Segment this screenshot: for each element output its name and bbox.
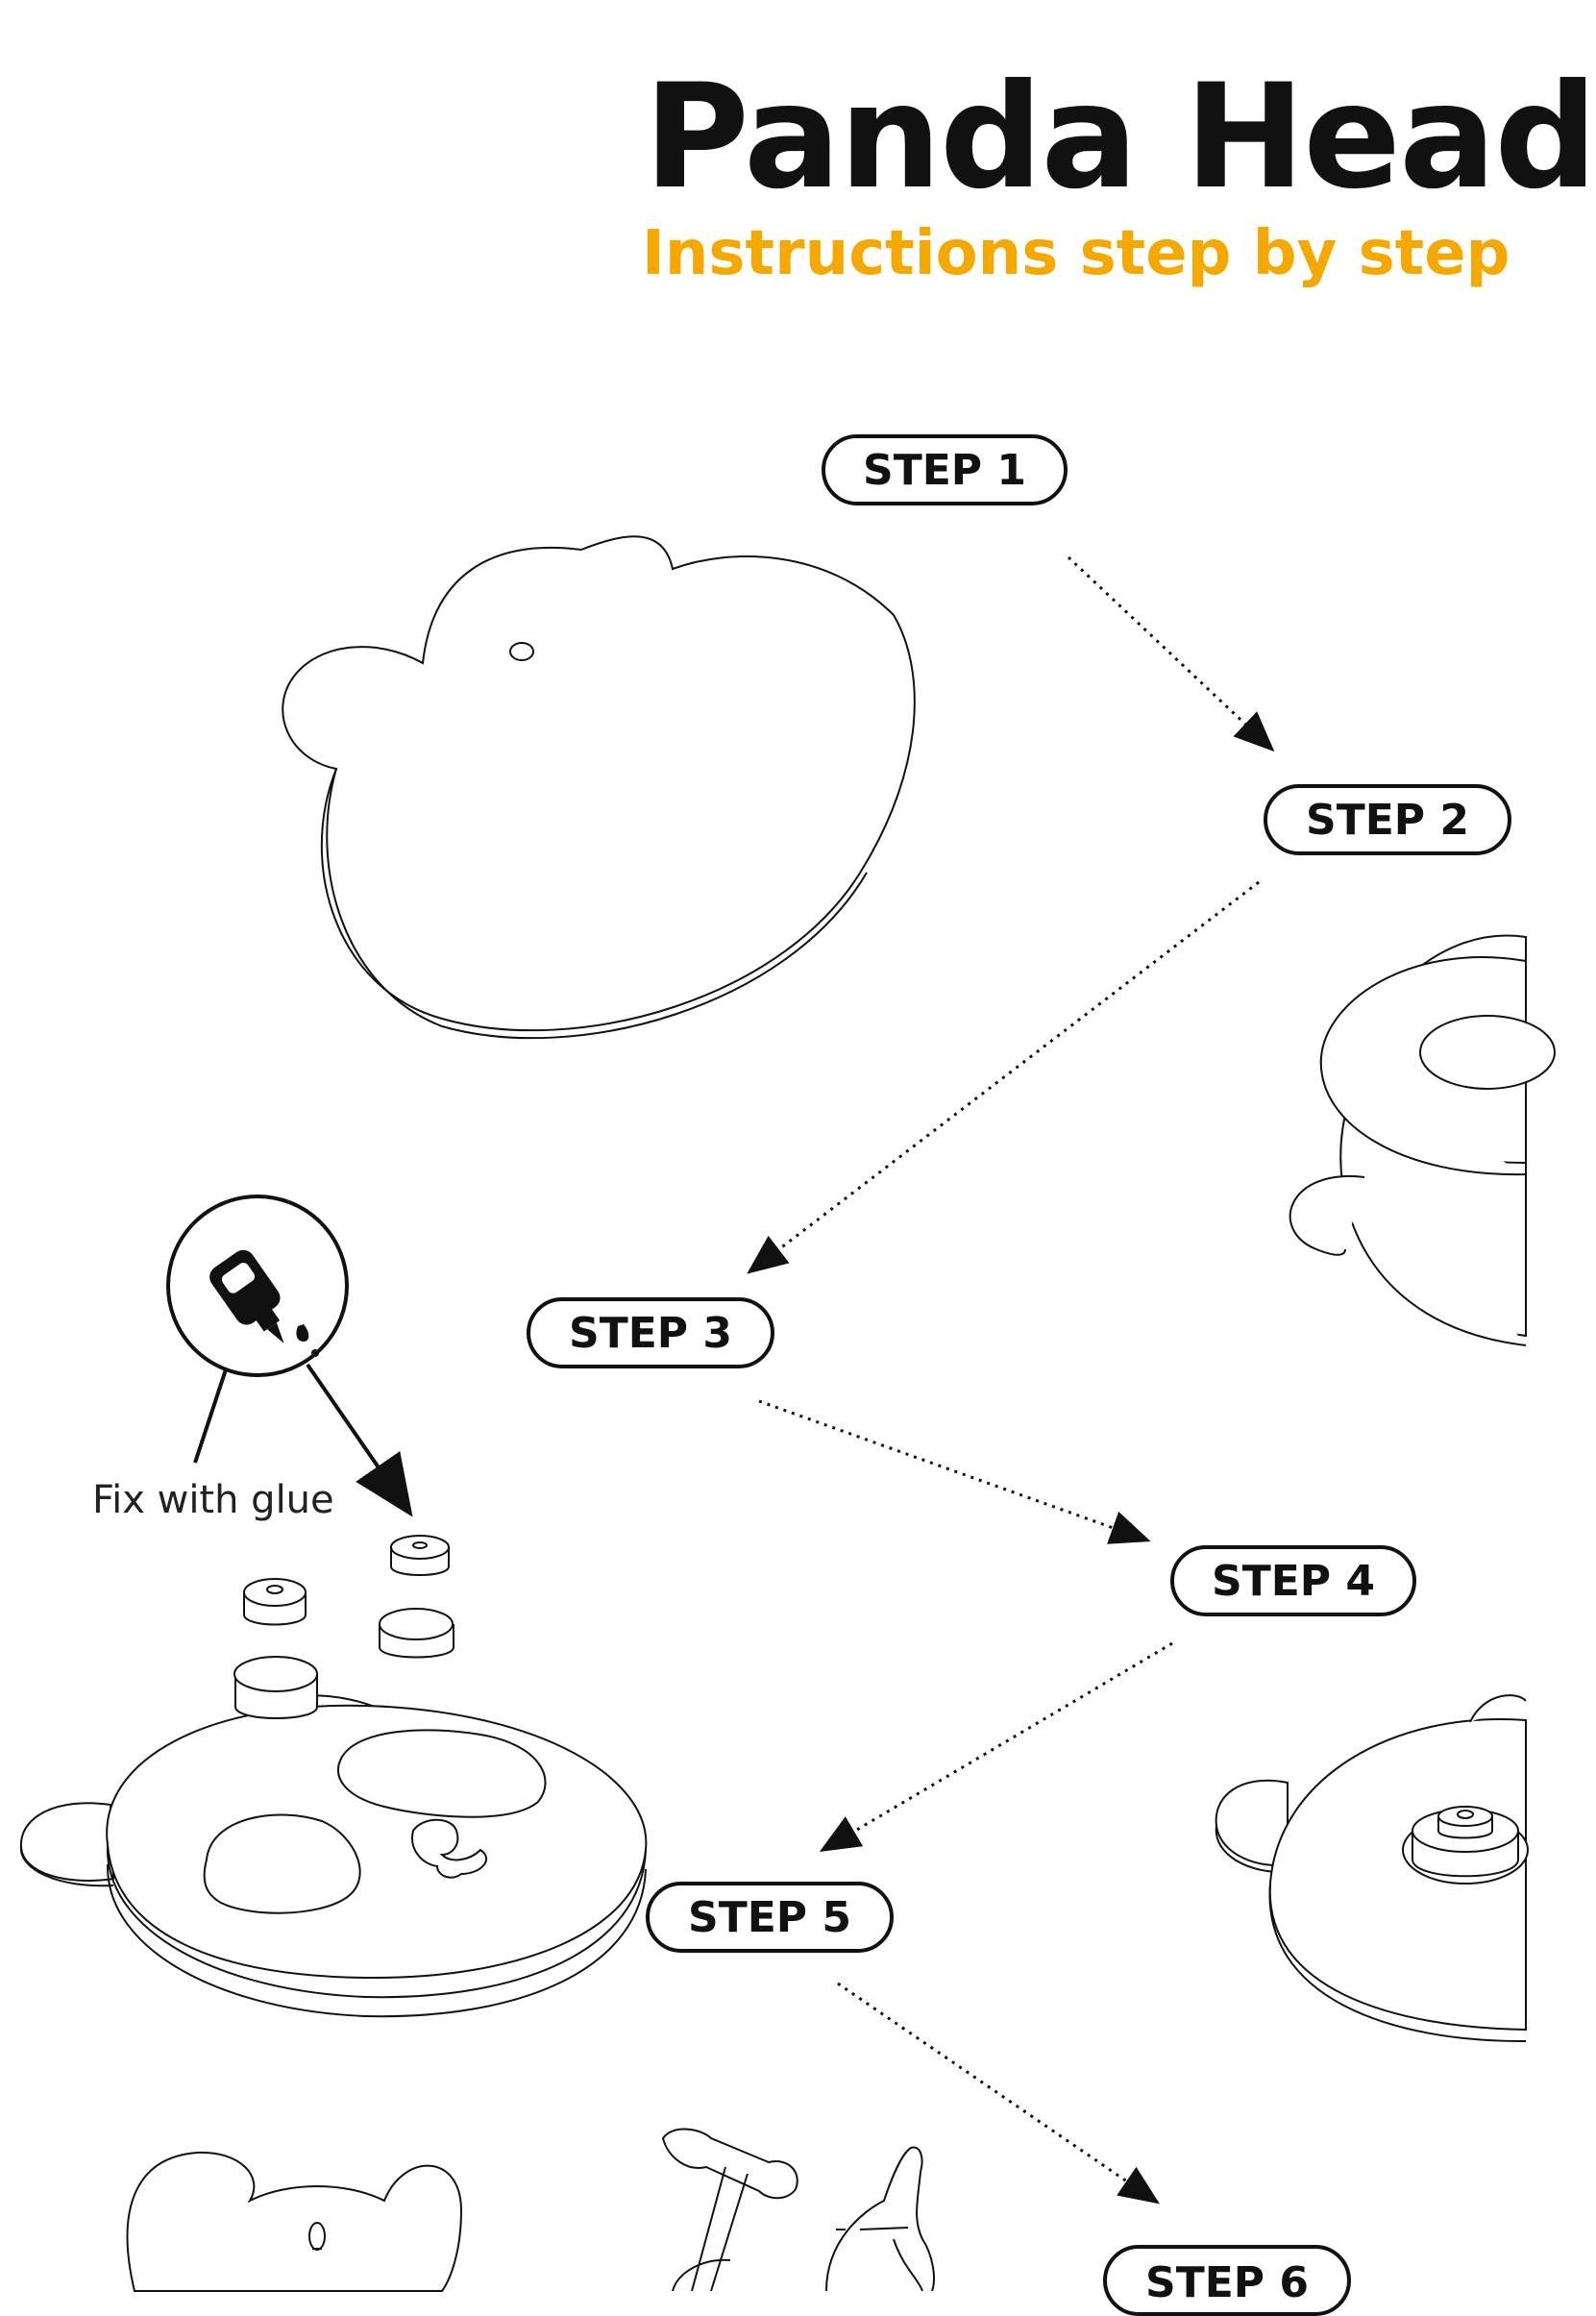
glue-callout-lines xyxy=(193,1354,413,1517)
step-badge-3: STEP 3 xyxy=(527,1297,774,1368)
arrow-step4-to-step5 xyxy=(819,1641,1173,1853)
instruction-sheet: Panda Head Instructions step by step xyxy=(19,65,1596,2316)
step-badge-6: STEP 6 xyxy=(1103,2245,1351,2316)
step-badge-label: STEP 3 xyxy=(569,1308,732,1358)
step1-head-plate xyxy=(282,535,916,1040)
step5-back-assembly xyxy=(126,2151,463,2292)
step-arrows xyxy=(747,555,1275,2205)
step-badge-label: STEP 6 xyxy=(1145,2258,1309,2307)
hammer-icon xyxy=(661,2128,798,2292)
assembly-illustrations xyxy=(19,535,1556,2292)
hand-icon xyxy=(825,2146,935,2292)
step-badge-5: STEP 5 xyxy=(646,1882,894,1953)
glue-annotation-label: Fix with glue xyxy=(92,1478,334,1522)
step-badge-label: STEP 2 xyxy=(1306,795,1469,845)
step-badge-2: STEP 2 xyxy=(1264,784,1511,855)
page-subtitle: Instructions step by step xyxy=(642,218,1510,289)
step-badge-1: STEP 1 xyxy=(822,434,1068,505)
step-badge-label: STEP 4 xyxy=(1212,1556,1375,1606)
step4-nose-assembly xyxy=(1215,1694,1529,2043)
glue-pucks xyxy=(233,1535,454,1719)
arrow-step3-to-step4 xyxy=(758,1399,1151,1544)
step-badge-label: STEP 1 xyxy=(863,445,1026,495)
step2-stacked-plates xyxy=(1289,934,1556,1346)
step-badge-label: STEP 5 xyxy=(688,1892,851,1942)
arrow-step5-to-step6 xyxy=(837,1982,1160,2205)
step3-head-assembly xyxy=(19,1535,648,2018)
arrow-step2-to-step3 xyxy=(747,880,1260,1274)
page-title: Panda Head xyxy=(644,54,1596,221)
glue-bottle-icon xyxy=(166,1195,349,1377)
step-badge-4: STEP 4 xyxy=(1170,1545,1416,1616)
arrow-step1-to-step2 xyxy=(1067,555,1275,752)
